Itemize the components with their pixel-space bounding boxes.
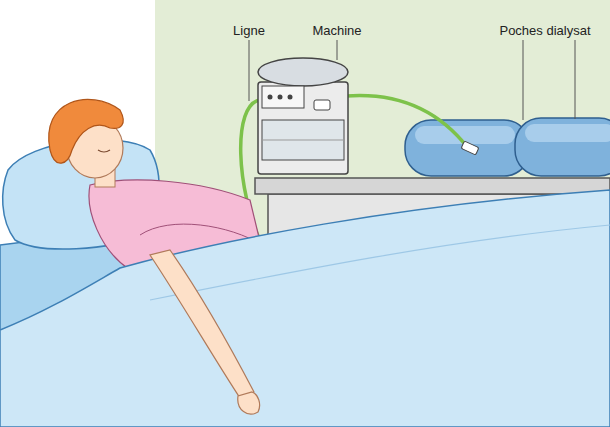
leader-lines	[249, 40, 575, 120]
dialysis-machine	[258, 58, 348, 174]
tube-connector	[461, 141, 479, 155]
part-label: Poches dialysat	[499, 23, 590, 38]
blanket	[0, 190, 610, 427]
blanket-fold	[150, 225, 610, 300]
patient-arm	[150, 250, 260, 414]
part-label: Ligne	[233, 23, 265, 38]
dialysate-bags	[405, 118, 610, 176]
part-label: Machine	[312, 23, 361, 38]
